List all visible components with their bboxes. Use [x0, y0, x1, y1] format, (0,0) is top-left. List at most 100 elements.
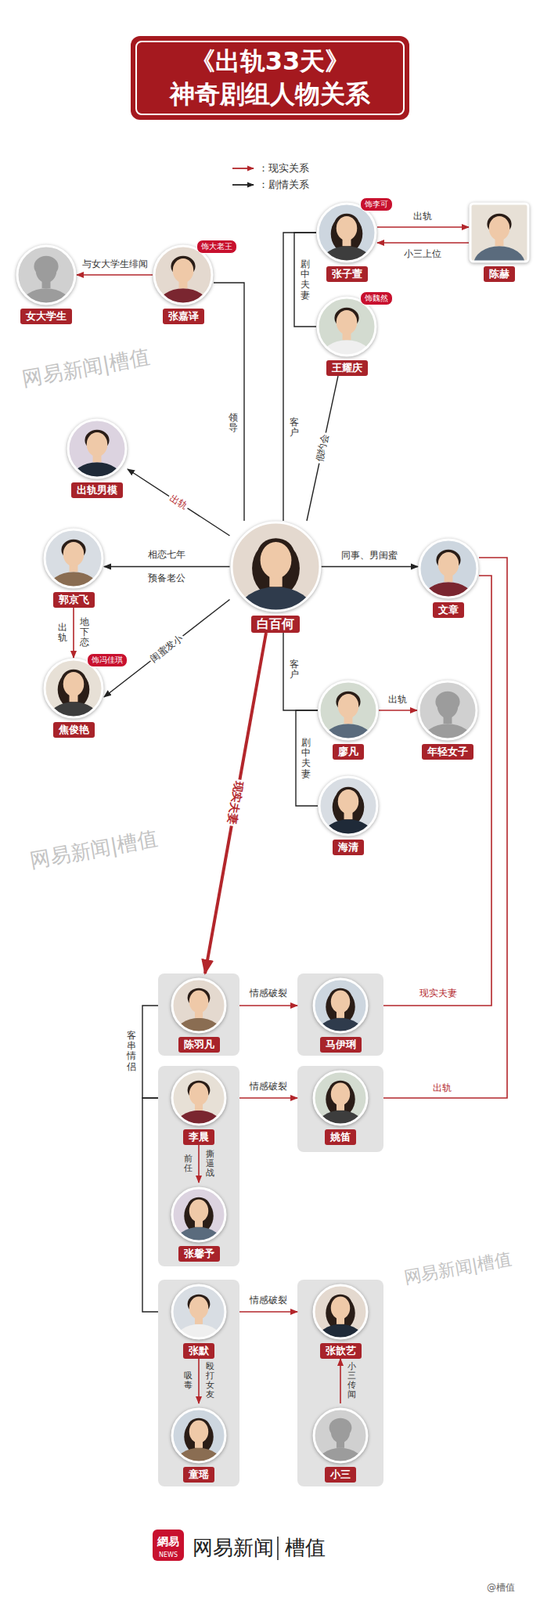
person-node: 张歆艺 [297, 1278, 384, 1358]
portrait-frame [231, 522, 321, 611]
person-node: 张馨予 [158, 1181, 240, 1261]
portrait [317, 774, 379, 836]
person-node: 海清 [317, 774, 379, 855]
portrait-head [259, 541, 292, 579]
relation-connector [306, 375, 339, 521]
portrait-shoulders [237, 586, 314, 612]
grey-panel [158, 1278, 240, 1486]
portrait [170, 1282, 227, 1340]
portrait-figure [417, 537, 479, 599]
portrait-figure [317, 774, 379, 836]
relation-connector [377, 226, 469, 228]
portrait-frame [154, 245, 213, 304]
portrait [43, 527, 105, 589]
relation-label: 现实夫妻 [225, 777, 247, 827]
person-name: 陈羽凡 [178, 1036, 220, 1052]
portrait [170, 1185, 227, 1242]
person-name: 海清 [332, 838, 364, 855]
person-node: 廖凡 [317, 679, 379, 760]
grey-panel [158, 1065, 240, 1266]
relation-label: 与女大学生绯闻 [80, 258, 150, 270]
title-banner: 《出轨33天》 神奇剧组人物关系 [130, 36, 410, 120]
grey-panel [297, 1065, 384, 1152]
portrait [417, 537, 479, 599]
person-node: 童瑶 [158, 1402, 240, 1482]
relation-connector [294, 232, 317, 327]
portrait-frame [313, 1070, 368, 1124]
portrait [312, 976, 369, 1034]
relation-label: 闺蜜发小 [147, 630, 187, 665]
relation-label: 前任 [183, 1152, 194, 1174]
relation-connector [283, 632, 318, 710]
portrait [312, 1282, 369, 1340]
portrait-figure [170, 1282, 227, 1340]
portrait-head [489, 216, 511, 241]
portrait [170, 976, 227, 1034]
portrait-frame [470, 203, 529, 262]
portrait-figure [15, 244, 77, 306]
relation-label: 剧中夫妻 [299, 258, 311, 302]
portrait-head [338, 788, 360, 814]
portrait-figure [470, 203, 529, 262]
person-node: 小三 [297, 1402, 384, 1482]
person-node: 年轻女子 [417, 679, 479, 760]
portrait [417, 679, 479, 741]
portrait-figure [170, 1406, 227, 1463]
relation-connector [198, 1144, 200, 1182]
relation-label: 客户 [288, 658, 300, 681]
portrait-head [189, 1082, 209, 1106]
person-node: 文章 [417, 537, 479, 618]
relation-label: 情感破裂 [248, 1080, 289, 1091]
relation-connector [213, 282, 245, 521]
relation-connector [72, 607, 75, 658]
brand-name: 网易新闻 [190, 1534, 276, 1559]
portrait-figure [230, 520, 322, 612]
grey-panel [297, 1278, 384, 1486]
person-node: 姚笛 [297, 1065, 384, 1145]
person-node: 出轨男模 [66, 417, 128, 498]
relation-label: 出轨 [57, 621, 69, 644]
portrait-frame [419, 539, 478, 598]
relation-label: 情感破裂 [248, 986, 289, 998]
portrait-frame [44, 658, 103, 717]
logo-text: 網易 [155, 1533, 181, 1548]
portrait-frame [313, 1407, 368, 1462]
portrait-head [63, 671, 85, 696]
relation-label: 假约会 [313, 431, 332, 465]
relation-label: 出轨 [431, 1081, 454, 1093]
legend-sample-line [232, 167, 254, 170]
relation-label: 客户 [288, 416, 300, 439]
portrait [15, 244, 77, 306]
relation-label: 出轨 [386, 693, 409, 705]
person-name: 出轨男模 [71, 482, 123, 498]
legend-text: ：现实关系 [256, 162, 311, 175]
watermark: 网易新闻|槽值 [400, 1248, 515, 1289]
relation-connector [321, 565, 419, 567]
role-tag: 饰冯佳琪 [86, 652, 128, 667]
relation-label: 小三传闻 [346, 1360, 357, 1400]
portrait-figure [312, 1069, 369, 1126]
person-name: 张子萱 [326, 266, 368, 282]
person-node: 张子萱饰李可 [316, 201, 378, 282]
relation-connector [239, 1310, 298, 1312]
portrait-head [63, 541, 85, 566]
portrait-frame [17, 245, 76, 304]
person-name: 焦俊艳 [53, 721, 95, 738]
portrait-head [189, 990, 209, 1013]
person-name: 童瑶 [183, 1465, 215, 1482]
person-node: 李晨 [158, 1065, 240, 1145]
portrait [312, 1069, 369, 1126]
portrait-figure [170, 976, 227, 1034]
relation-connector [104, 565, 231, 567]
person-node: 陈赫 [468, 201, 530, 282]
portrait-head [331, 1419, 350, 1443]
portrait-frame [317, 203, 376, 262]
person-name: 女大学生 [20, 308, 72, 324]
person-node: 白百何 [230, 520, 322, 633]
relation-note: 撕逼战 [205, 1148, 216, 1178]
relation-label: 剧中夫妻 [300, 736, 312, 780]
relation-label: 现实夫妻 [417, 986, 459, 998]
portrait-figure [312, 1406, 369, 1463]
portrait-frame [313, 978, 368, 1032]
